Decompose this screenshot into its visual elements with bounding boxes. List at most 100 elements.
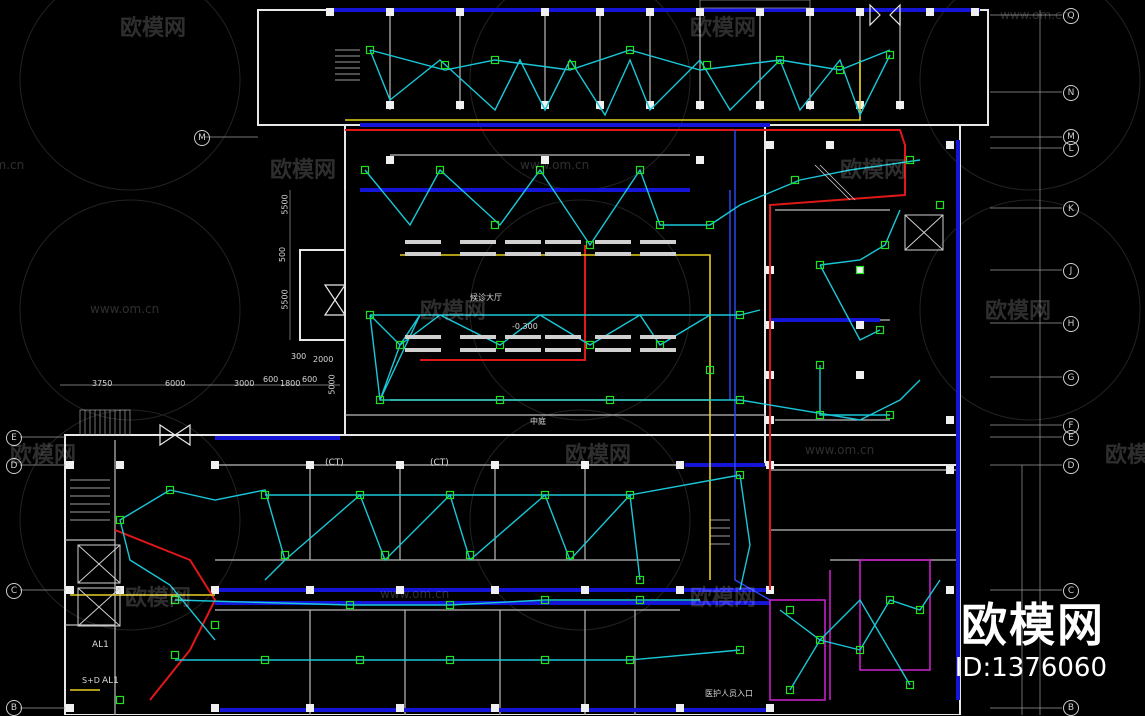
ct-room-label-1: (CT) <box>325 458 344 468</box>
device-box <box>815 635 825 645</box>
seat-row <box>545 348 581 352</box>
device-box <box>655 220 665 230</box>
seat-row <box>595 240 631 244</box>
watermark-circles <box>19 0 1141 631</box>
entrance-doors <box>159 3 901 447</box>
watermark-site-5: www.om.cn <box>805 443 875 457</box>
brand-logo-text: 欧模网 <box>961 598 1105 652</box>
column <box>826 141 834 149</box>
column <box>541 156 549 164</box>
column <box>766 704 774 712</box>
seat-row <box>595 348 631 352</box>
device-box <box>280 550 290 560</box>
seat-row <box>405 348 441 352</box>
dim-left-3: 5500 <box>280 289 290 310</box>
bottom-left-grille <box>79 409 131 436</box>
seat-row <box>640 240 676 244</box>
column <box>66 461 74 469</box>
device-box <box>835 65 845 75</box>
device-box <box>735 470 745 480</box>
panel-al1-lower: AL1 <box>102 676 119 686</box>
device-box <box>905 680 915 690</box>
device-box <box>875 325 885 335</box>
column <box>211 704 219 712</box>
device-box <box>935 200 945 210</box>
device-box <box>360 165 370 175</box>
watermark-site-6: www.om.cn <box>380 587 450 601</box>
watermark-brand-7: 欧模网 <box>565 443 632 468</box>
seat-row <box>505 335 541 339</box>
red-circuits <box>114 129 906 701</box>
axis-bubble-left-m: M <box>194 130 210 146</box>
column <box>596 101 604 109</box>
column <box>211 586 219 594</box>
device-box <box>260 490 270 500</box>
column <box>676 704 684 712</box>
column <box>541 101 549 109</box>
device-box <box>855 265 865 275</box>
device-box <box>355 655 365 665</box>
column <box>896 101 904 109</box>
device-box <box>375 395 385 405</box>
column <box>456 101 464 109</box>
device-box <box>567 60 577 70</box>
device-box <box>170 650 180 660</box>
column <box>396 461 404 469</box>
device-box <box>915 605 925 615</box>
column <box>946 466 954 474</box>
watermark-brand-5: 欧模网 <box>420 299 487 324</box>
device-box <box>395 340 405 350</box>
axis-bubble-b: B <box>1063 700 1079 716</box>
elevation-mark: -0.300 <box>512 322 538 331</box>
device-box <box>625 490 635 500</box>
seat-row <box>545 335 581 339</box>
axis-bubble-left-c: C <box>6 583 22 599</box>
watermark-brand-4: 欧模网 <box>840 158 907 183</box>
axis-bubble-c: C <box>1063 583 1079 599</box>
column <box>306 704 314 712</box>
device-box <box>490 220 500 230</box>
device-box <box>790 175 800 185</box>
watermark-brand-9: 欧模网 <box>125 586 192 611</box>
lobby-label: 中庭 <box>530 417 546 426</box>
blue-circuits <box>729 130 771 601</box>
device-box <box>625 45 635 55</box>
device-box <box>905 155 915 165</box>
device-box <box>495 395 505 405</box>
seat-row <box>460 240 496 244</box>
column <box>116 461 124 469</box>
column <box>581 704 589 712</box>
seat-row <box>640 335 676 339</box>
device-box <box>115 515 125 525</box>
dim-top-4: 600 <box>263 375 279 384</box>
seat-row <box>545 240 581 244</box>
device-box <box>210 620 220 630</box>
device-box <box>445 655 455 665</box>
column <box>581 586 589 594</box>
device-box <box>785 605 795 615</box>
axis-bubble-left-e: E <box>6 430 22 446</box>
panel-sd: S+D <box>82 676 100 685</box>
watermark-brand-11: 欧模网 <box>1105 443 1145 468</box>
watermark-brand-2: 欧模网 <box>690 16 757 41</box>
watermark-site-1: www.om.cn <box>0 158 25 172</box>
watermark-brand-1: 欧模网 <box>120 16 187 41</box>
magenta-partitions <box>769 559 931 701</box>
dim-left-1: 5500 <box>280 194 290 215</box>
watermark-brand-3: 欧模网 <box>270 158 337 183</box>
watermark-brand-6: 欧模网 <box>985 299 1052 324</box>
staff-entrance-label: 医护人员入口 <box>705 689 753 698</box>
column <box>926 8 934 16</box>
ct-room-label-2: (CT) <box>430 458 449 468</box>
column <box>491 586 499 594</box>
device-box <box>115 695 125 705</box>
device-box <box>735 310 745 320</box>
column <box>491 461 499 469</box>
hall-label: 候诊大厅 <box>470 293 502 302</box>
device-box <box>490 55 500 65</box>
seat-row <box>460 252 496 256</box>
column <box>806 101 814 109</box>
device-box <box>465 550 475 560</box>
seat-row <box>505 348 541 352</box>
